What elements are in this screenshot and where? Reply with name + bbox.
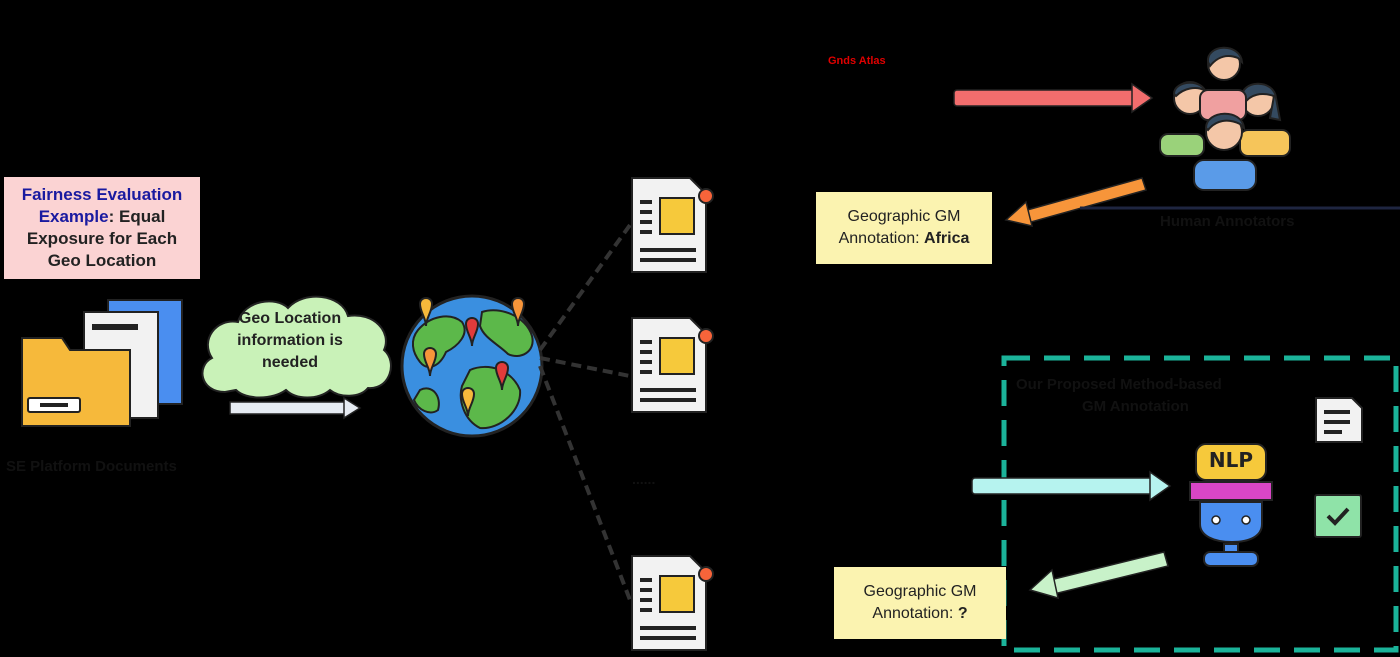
cloud-line1: Geo Location (238, 310, 342, 327)
people-label: Human Annotators (1160, 213, 1295, 230)
green-arrow (1028, 551, 1169, 600)
llm-dashed-box (1001, 355, 1399, 653)
notes-icon (1315, 397, 1363, 443)
cloud-line2: information is (237, 332, 343, 349)
folder-label: SE Platform Documents (6, 458, 177, 475)
fairness-line4: Geo Location (47, 251, 157, 270)
annotation-llm-box: Geographic GM Annotation: ? (834, 567, 1006, 639)
cyan-arrow (971, 470, 1172, 502)
llm-label: Our Proposed Method-based GM Annotation (1016, 374, 1316, 418)
document-icon-1 (631, 177, 714, 273)
document-icon-2 (631, 317, 714, 413)
orange-arrow (1004, 177, 1147, 228)
cloud-line3: needed (261, 354, 318, 371)
fairness-evaluation-box: Fairness Evaluation Example: Equal Expos… (4, 177, 200, 279)
document-icon-3 (631, 555, 714, 651)
nlp-text: NLP (1208, 448, 1254, 472)
annotation-human-box: Geographic GM Annotation: Africa (816, 192, 992, 264)
grey-arrow (229, 396, 362, 420)
annotation-llm-prefix: Annotation: (872, 605, 958, 622)
fairness-line3: Exposure for Each (26, 229, 178, 248)
red-label: Gnds Atlas (828, 55, 886, 67)
check-icon (1314, 494, 1362, 538)
cloud-text: Geo Location information is needed (216, 308, 364, 374)
globe-icon (400, 294, 544, 438)
red-arrow (953, 82, 1154, 114)
nlp-robot-icon (1189, 443, 1273, 567)
annotation-llm-value: ? (957, 605, 968, 622)
annotation-llm-line1: Geographic GM (863, 583, 977, 600)
fairness-title: Fairness Evaluation (21, 185, 183, 204)
fairness-subtitle: : Equal (108, 207, 166, 226)
llm-label-line1: Our Proposed Method-based (1016, 376, 1222, 393)
folder-icon (21, 299, 183, 427)
connector-lines (538, 223, 632, 601)
llm-label-line2: GM Annotation (1082, 398, 1189, 415)
annotation-human-value: Africa (924, 230, 970, 247)
fairness-example-label: Example (38, 207, 109, 226)
dots-label: ...... (632, 471, 656, 487)
annotation-human-prefix: Annotation: (838, 230, 925, 247)
annotation-human-line1: Geographic GM (847, 208, 961, 225)
people-icon (1159, 46, 1291, 191)
cloud-shape (201, 295, 392, 399)
